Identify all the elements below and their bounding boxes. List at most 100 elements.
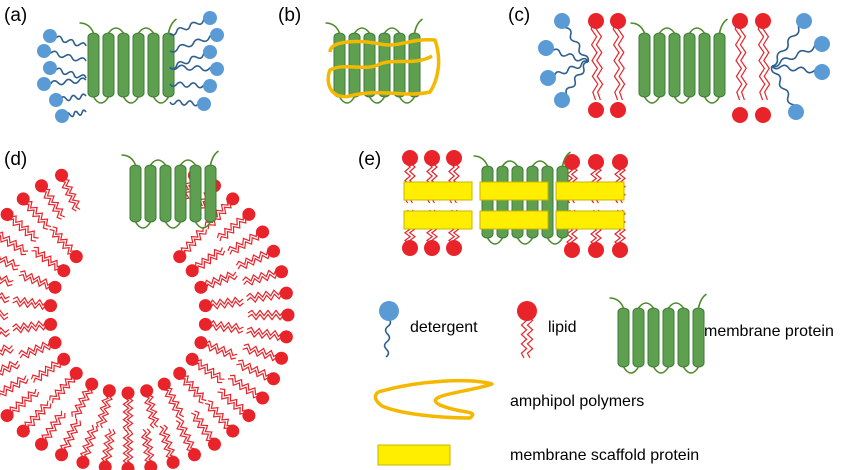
lipid-tail <box>62 420 82 457</box>
lipid-tail <box>739 20 748 101</box>
loop <box>353 27 371 34</box>
c-terminus <box>718 18 728 34</box>
detergent-head <box>814 36 830 52</box>
detergent-head <box>538 40 554 56</box>
detergent-tail <box>169 16 211 36</box>
lipid-head <box>16 192 30 206</box>
lipid-tail <box>612 20 621 101</box>
lipid-tail <box>8 391 40 418</box>
lipid-head <box>173 366 187 380</box>
helix <box>713 32 726 98</box>
detergent-tail <box>43 50 87 62</box>
lipid-head <box>612 242 628 258</box>
loop <box>92 96 110 104</box>
lipid-head <box>57 264 71 278</box>
lipid-tail <box>190 412 214 446</box>
lipid-head <box>755 107 771 123</box>
lipid-tail <box>246 288 287 300</box>
lipid-tail <box>590 20 599 101</box>
n-terminus <box>473 155 489 167</box>
lipid-tail <box>192 357 225 380</box>
detergent-head <box>203 11 217 25</box>
lipid-tail <box>0 313 9 321</box>
detergent-head <box>203 45 217 59</box>
loop <box>682 366 700 374</box>
helix <box>129 164 142 223</box>
detergent-tail <box>771 42 823 68</box>
legend <box>373 293 707 466</box>
helix <box>174 164 187 223</box>
lipid-tail <box>762 20 771 101</box>
lipid-tail <box>242 267 282 282</box>
legend-amphipol-label: amphipol polymers <box>510 393 644 410</box>
lipid-tail <box>83 425 99 464</box>
c-terminus <box>697 293 707 309</box>
lipid-head <box>140 384 154 398</box>
lipid-tail <box>235 247 273 266</box>
legend-lipid-icon <box>517 301 537 359</box>
detergent-tail <box>169 64 218 72</box>
lipid-tail <box>39 186 62 220</box>
loop <box>637 302 655 309</box>
lipid-head <box>85 377 99 391</box>
lipid-tail <box>0 278 13 287</box>
lipid-head <box>102 384 116 398</box>
lipid-tail <box>178 226 204 256</box>
lipid-head <box>424 240 440 256</box>
n-terminus <box>630 22 646 34</box>
detergent-tail <box>771 64 823 74</box>
loop <box>134 221 152 229</box>
lipid-head <box>402 240 418 256</box>
lipid-tail <box>158 425 174 464</box>
lipid-head <box>57 352 71 366</box>
detergent-tail <box>169 50 211 70</box>
lipid-tail <box>246 326 287 338</box>
lipid-head <box>198 299 212 313</box>
lipid-tail <box>49 228 76 258</box>
lipid-head <box>0 207 14 221</box>
lipid-head <box>275 351 289 365</box>
lipid-head <box>446 150 462 166</box>
lipid-head <box>226 192 240 206</box>
lipid-tail <box>24 197 52 228</box>
lipid-head <box>166 455 180 469</box>
lipid-tail <box>175 420 194 456</box>
loop <box>107 27 125 34</box>
lipid-tail <box>104 429 116 468</box>
lipid-head <box>44 317 58 331</box>
lipid-head <box>588 102 604 118</box>
detergent-head <box>37 77 51 91</box>
helix <box>698 32 711 98</box>
lipid-head <box>98 460 112 470</box>
lipid-tail <box>246 330 287 342</box>
lipid-tail <box>243 271 283 286</box>
lipid-tail <box>162 424 178 462</box>
lipid-head <box>424 150 440 166</box>
legend-amphipol-icon <box>373 378 494 420</box>
lipid-tail <box>219 388 251 415</box>
lipid-head <box>48 336 62 350</box>
c-terminus <box>209 150 219 166</box>
lipid-head <box>208 437 222 451</box>
helix <box>653 32 666 98</box>
n-terminus <box>79 22 95 34</box>
lipid-tail <box>0 231 29 252</box>
lipid-tail <box>207 400 235 430</box>
scaffold-bar <box>403 181 473 201</box>
loop <box>652 366 670 374</box>
lipid-head <box>267 372 281 386</box>
helix <box>692 307 705 368</box>
lipid-tail <box>62 174 81 210</box>
lipid-tail <box>12 323 52 334</box>
lipid-tail <box>229 232 264 255</box>
lipid-tail <box>58 176 77 212</box>
lipid-head <box>55 168 69 182</box>
lipid-tail <box>7 212 39 239</box>
detergent-head <box>49 93 63 107</box>
helix <box>632 307 645 368</box>
lipid-head <box>279 286 293 300</box>
loop <box>531 160 549 167</box>
detergent-tail <box>560 20 590 63</box>
lipid-head <box>185 264 199 278</box>
